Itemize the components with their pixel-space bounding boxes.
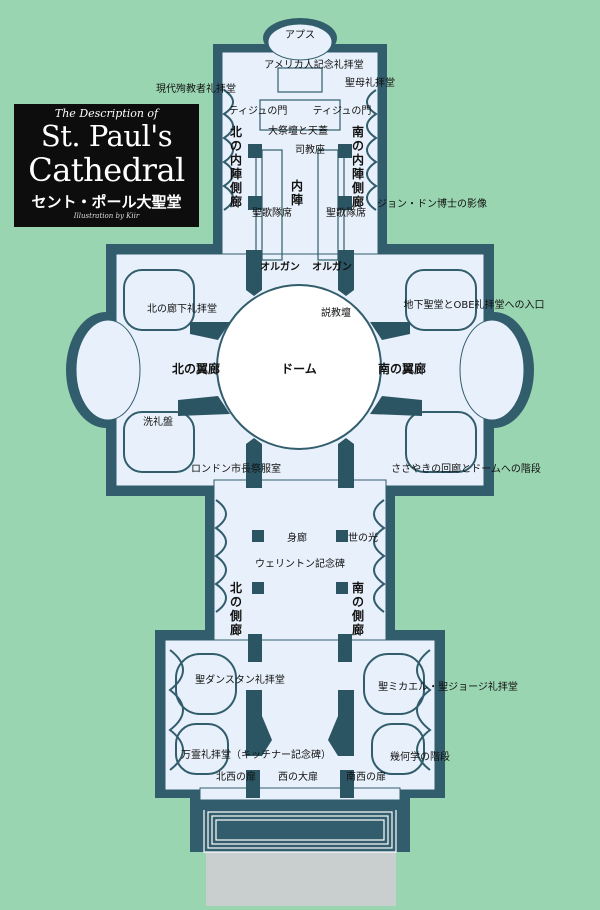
label-north-transept: 北の翼廊 xyxy=(172,361,220,376)
label-organ-left: オルガン xyxy=(260,260,300,273)
label-light-of-world: 世の光 xyxy=(348,531,378,544)
label-north-quire-aisle-char-1: の xyxy=(230,139,242,153)
label-nw-door: 北西の扉 xyxy=(216,770,256,783)
label-north-aisle-char-1: の xyxy=(230,595,242,609)
label-modern-martyrs-chapel: 現代殉教者礼拝堂 xyxy=(156,82,236,95)
label-south-quire-aisle-char-1: の xyxy=(352,139,364,153)
label-south-quire-aisle-char-0: 南 xyxy=(352,124,364,139)
label-presbytery: 司教座 xyxy=(295,143,325,156)
label-geometric-stair: 幾何学の階段 xyxy=(390,750,450,763)
label-font: 洗礼盤 xyxy=(143,415,173,428)
label-south-quire-aisle-char-4: 側 xyxy=(351,180,364,195)
label-dome: ドーム xyxy=(281,362,317,376)
label-south-aisle-char-1: の xyxy=(352,595,364,609)
label-north-aisle-char-3: 廊 xyxy=(230,622,242,637)
label-st-dunstan: 聖ダンスタン礼拝堂 xyxy=(195,673,285,686)
label-inner-choir-char-0: 内 xyxy=(291,178,303,193)
title-panel: The Description of St. Paul's Cathedral … xyxy=(14,104,199,227)
label-pulpit: 説教壇 xyxy=(321,306,351,319)
label-whispering-gallery: ささやきの回廊とドームへの階段 xyxy=(391,462,541,475)
approach-path xyxy=(206,850,396,906)
label-tijou-gate-left: ティジュの門 xyxy=(229,105,288,117)
label-choir-stalls-right: 聖歌隊席 xyxy=(326,206,366,219)
label-north-quire-aisle-char-0: 北 xyxy=(230,124,242,139)
chapel-bays xyxy=(123,89,477,775)
label-american-chapel: アメリカ人記念礼拝堂 xyxy=(264,58,364,71)
label-wellington: ウェリントン記念碑 xyxy=(255,557,345,570)
title-description-line: The Description of xyxy=(54,107,159,120)
label-apse: アプス xyxy=(285,29,315,41)
label-north-quire-aisle-char-5: 廊 xyxy=(230,194,242,209)
label-north-quire-aisle-char-4: 側 xyxy=(229,180,242,195)
label-sw-door: 南西の扉 xyxy=(346,770,386,783)
title-name-line2: Cathedral xyxy=(28,151,185,189)
label-choir-stalls-left: 聖歌隊席 xyxy=(252,206,292,219)
label-north-quire-aisle-char-2: 内 xyxy=(230,152,242,167)
label-south-transept: 南の翼廊 xyxy=(378,361,426,376)
map-labels: アプス アメリカ人記念礼拝堂 聖母礼拝堂 現代殉教者礼拝堂 ティジュの門 ティジ… xyxy=(143,29,545,783)
label-south-quire-aisle-char-5: 廊 xyxy=(352,194,364,209)
label-nave: 身廊 xyxy=(287,531,307,544)
label-lord-mayor-vestry: ロンドン市長祭服室 xyxy=(191,462,281,475)
title-credit: Illustration by Kiir xyxy=(73,212,140,220)
label-john-donne: ジョン・ドン博士の影像 xyxy=(377,197,487,210)
title-name-line1: St. Paul's xyxy=(40,119,173,153)
title-japanese: セント・ポール大聖堂 xyxy=(31,193,182,211)
label-south-quire-aisle-char-2: 内 xyxy=(352,152,364,167)
label-south-quire-aisle-char-3: 陣 xyxy=(352,166,364,181)
dome-circle xyxy=(216,284,382,450)
label-inner-choir-char-1: 陣 xyxy=(291,192,303,207)
label-south-aisle-char-0: 南 xyxy=(352,580,364,595)
label-north-aisle-char-2: 側 xyxy=(229,608,242,623)
label-north-aisle-chapel: 北の廊下礼拝堂 xyxy=(147,302,217,315)
label-high-altar: 大祭壇と天蓋 xyxy=(268,124,328,137)
label-north-quire-aisle-char-3: 陣 xyxy=(230,166,242,181)
pillars xyxy=(178,144,422,798)
label-great-west-door: 西の大扉 xyxy=(278,770,318,783)
label-tijou-gate-right: ティジュの門 xyxy=(313,105,372,117)
label-all-souls: 万霊礼拝堂（キッチナー記念碑） xyxy=(181,748,331,761)
label-lady-chapel: 聖母礼拝堂 xyxy=(345,76,395,89)
portico xyxy=(196,800,404,810)
label-north-aisle-char-0: 北 xyxy=(230,580,242,595)
label-crypt-entrance: 地下聖堂とOBE礼拝堂への入口 xyxy=(403,298,544,311)
label-organ-right: オルガン xyxy=(312,260,352,273)
label-st-michael-george: 聖ミカエル・聖ジョージ礼拝堂 xyxy=(378,680,518,693)
label-south-aisle-char-3: 廊 xyxy=(352,622,364,637)
label-south-aisle-char-2: 側 xyxy=(351,608,364,623)
